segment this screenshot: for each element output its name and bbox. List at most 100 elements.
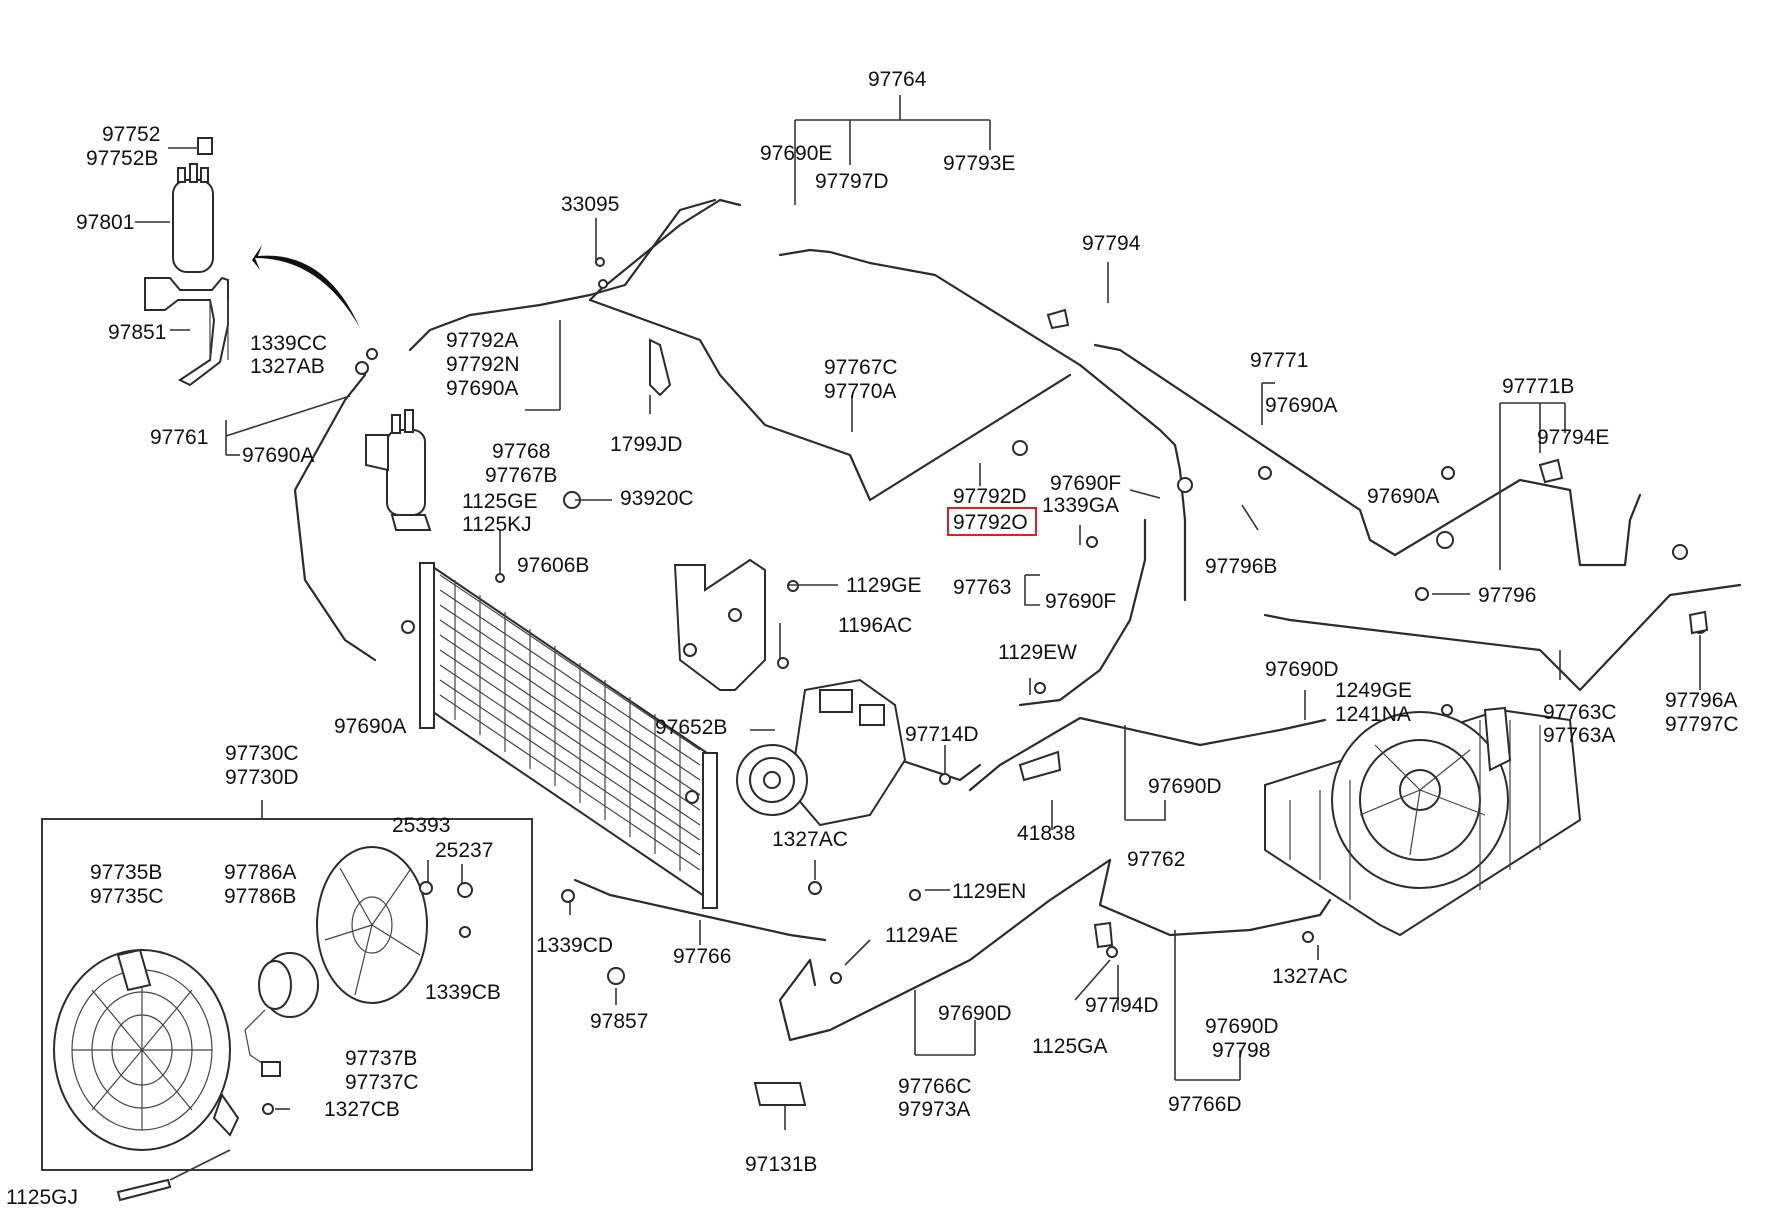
- pipe-97763: [1018, 518, 1147, 707]
- label-97851: 97851: [108, 321, 166, 344]
- label-1125KJ: 1125KJ: [462, 513, 532, 536]
- label-97766: 97766: [673, 945, 731, 968]
- label-97796A: 97796A: [1665, 689, 1737, 712]
- receiver-drier: [144, 137, 360, 387]
- label-97737B: 97737B: [345, 1047, 417, 1070]
- label-97792O: 97792O: [953, 511, 1028, 534]
- label-97973A: 97973A: [898, 1098, 970, 1121]
- pipe-97766: [573, 878, 827, 942]
- label-97797D: 97797D: [815, 170, 889, 193]
- label-97690A-1: 97690A: [242, 444, 314, 467]
- pipe-97766C: [778, 858, 1112, 1042]
- label-97766C: 97766C: [898, 1075, 972, 1098]
- label-97690E: 97690E: [760, 142, 832, 165]
- label-1339CD: 1339CD: [536, 934, 613, 957]
- label-97762: 97762: [1127, 848, 1185, 871]
- label-1249GE: 1249GE: [1335, 679, 1412, 702]
- label-1339GA: 1339GA: [1042, 494, 1119, 517]
- label-97737C: 97737C: [345, 1071, 419, 1094]
- inset-frame: [41, 818, 533, 1171]
- label-1125GE: 1125GE: [462, 490, 538, 513]
- label-1327CB: 1327CB: [324, 1098, 400, 1121]
- label-97730D: 97730D: [225, 766, 299, 789]
- nut-25393: [419, 881, 433, 895]
- label-97768: 97768: [492, 440, 550, 463]
- label-93920C: 93920C: [620, 487, 694, 510]
- fan-motor-inset: [41, 800, 533, 1171]
- label-97690A-3: 97690A: [1265, 394, 1337, 417]
- label-1327AC-1: 1327AC: [772, 828, 848, 851]
- label-97752B: 97752B: [86, 147, 158, 170]
- label-97131B: 97131B: [745, 1153, 817, 1176]
- label-1125GA: 1125GA: [1032, 1035, 1108, 1058]
- label-97796: 97796: [1478, 584, 1536, 607]
- label-25393: 25393: [392, 814, 450, 837]
- label-1339CB: 1339CB: [425, 981, 501, 1004]
- leader-lines: [135, 95, 1701, 1181]
- label-97735B: 97735B: [90, 861, 162, 884]
- label-97714D: 97714D: [905, 723, 979, 746]
- label-97690A-2: 97690A: [446, 377, 518, 400]
- label-33095: 33095: [561, 193, 619, 216]
- label-97771B: 97771B: [1502, 375, 1574, 398]
- pipe-97768: [408, 198, 717, 352]
- bolt-1125GJ: [116, 1178, 172, 1202]
- label-97735C: 97735C: [90, 885, 164, 908]
- label-97763: 97763: [953, 576, 1011, 599]
- label-97761: 97761: [150, 426, 208, 449]
- washer-25237: [457, 882, 473, 898]
- label-97606B: 97606B: [517, 554, 589, 577]
- label-97796B: 97796B: [1205, 555, 1277, 578]
- label-1129EN: 1129EN: [952, 880, 1026, 903]
- label-97857: 97857: [590, 1010, 648, 1033]
- label-97690D-4: 97690D: [1205, 1015, 1279, 1038]
- label-97652B: 97652B: [655, 716, 727, 739]
- highlight-box-97792O: [947, 507, 1037, 536]
- label-97763A: 97763A: [1543, 724, 1615, 747]
- label-97690A-5: 97690A: [334, 715, 406, 738]
- label-97690D-3: 97690D: [938, 1002, 1012, 1025]
- label-97767C: 97767C: [824, 356, 898, 379]
- label-97771: 97771: [1250, 349, 1308, 372]
- pipe-97771: [1093, 343, 1397, 557]
- pressure-switch-97752: [197, 137, 213, 155]
- pipe-97771B: [1393, 478, 1642, 567]
- drier-bracket-97851: [209, 300, 229, 360]
- compressor-bracket: [673, 558, 766, 691]
- fan-shroud-97735B: [53, 948, 240, 1151]
- pipe-97761: [293, 373, 377, 662]
- label-1129GE: 1129GE: [846, 574, 922, 597]
- label-1129AE: 1129AE: [885, 924, 958, 947]
- cooling-fan-assembly: [1264, 706, 1582, 937]
- label-97798: 97798: [1212, 1039, 1270, 1062]
- label-1196AC: 1196AC: [838, 614, 912, 637]
- label-97767B: 97767B: [485, 464, 557, 487]
- label-97793E: 97793E: [943, 152, 1015, 175]
- label-97764: 97764: [868, 68, 927, 91]
- label-97770A: 97770A: [824, 380, 896, 403]
- condenser-drier: [365, 409, 432, 531]
- nut-1339CB: [459, 926, 471, 938]
- label-1241NA: 1241NA: [1335, 703, 1411, 726]
- label-97801: 97801: [76, 211, 134, 234]
- label-97763C: 97763C: [1543, 701, 1617, 724]
- fan-blade-97737B: [316, 846, 428, 1004]
- label-1327AB: 1327AB: [250, 355, 325, 378]
- label-97792N: 97792N: [446, 353, 520, 376]
- pipe-97764-b: [778, 248, 1187, 602]
- condenser-97606B: [401, 562, 718, 909]
- fasteners: [355, 257, 1709, 1106]
- direction-arrow: [252, 245, 360, 328]
- label-97797C: 97797C: [1665, 713, 1739, 736]
- label-97690F-1: 97690F: [1050, 472, 1121, 495]
- label-97690A-4: 97690A: [1367, 485, 1439, 508]
- label-1129EW: 1129EW: [998, 641, 1077, 664]
- label-41838: 41838: [1017, 822, 1075, 845]
- label-97794E: 97794E: [1537, 426, 1609, 449]
- pipe-97767C: [588, 298, 1072, 502]
- label-97766D: 97766D: [1168, 1093, 1242, 1116]
- label-97730C: 97730C: [225, 742, 299, 765]
- label-1799JD: 1799JD: [610, 433, 682, 456]
- label-97786A: 97786A: [224, 861, 296, 884]
